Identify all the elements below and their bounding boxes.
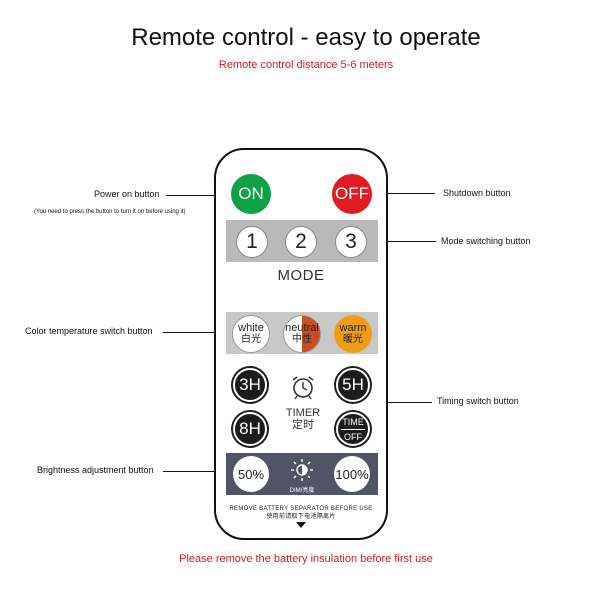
off-button[interactable]: OFF: [332, 174, 372, 214]
mode-2-button[interactable]: 2: [285, 226, 317, 258]
neutral-label-cn: 中性: [292, 334, 312, 345]
callout-power-on: Power on button: [94, 189, 160, 199]
neutral-label-en: neutral: [285, 322, 319, 334]
mode-3-button[interactable]: 3: [335, 226, 367, 258]
callout-line-power-on: [166, 195, 228, 196]
alarm-clock-icon: [292, 376, 314, 400]
time-off-button[interactable]: TIME OFF: [336, 412, 370, 446]
callout-power-on-note: (You need to press the button to turn it…: [34, 209, 186, 215]
brightness-50-button[interactable]: 50%: [233, 456, 269, 492]
brightness-icon: [291, 459, 313, 481]
callout-line-shutdown: [373, 193, 435, 194]
footer-note: Please remove the battery insulation bef…: [179, 553, 433, 565]
callout-timing: Timing switch button: [437, 396, 519, 406]
battery-note-cn: 使用前请取下电池隔离片: [266, 514, 336, 520]
callout-color-temp: Color temperature switch button: [25, 326, 153, 336]
callout-line-timing: [354, 402, 432, 403]
battery-note-en: REMOVE BATTERY SEPARATOR BEFORE USE: [229, 506, 373, 512]
callout-shutdown: Shutdown button: [443, 188, 511, 198]
callout-line-brightness: [163, 471, 231, 472]
timer-8h-button[interactable]: 8H: [233, 412, 267, 446]
timer-label-en: TIMER: [285, 407, 321, 419]
time-off-bottom: OFF: [344, 431, 362, 442]
timer-label: TIMER 定时: [282, 407, 324, 431]
timer-5h-button[interactable]: 5H: [336, 368, 370, 402]
page-subtitle: Remote control distance 5-6 meters: [218, 59, 394, 71]
white-light-button[interactable]: white 白光: [232, 315, 270, 353]
warm-light-button[interactable]: warm 暖光: [334, 315, 372, 353]
page-title: Remote control - easy to operate: [131, 24, 481, 51]
mode-label: MODE: [277, 267, 325, 284]
time-off-divider: [341, 428, 365, 430]
neutral-light-button[interactable]: neutral 中性: [283, 315, 321, 353]
callout-mode-switching: Mode switching button: [441, 236, 531, 246]
arrow-down-icon: [296, 522, 306, 528]
white-label-cn: 白光: [241, 334, 261, 345]
callout-line-mode: [366, 241, 436, 242]
brightness-100-button[interactable]: 100%: [334, 456, 370, 492]
warm-label-cn: 暖光: [343, 334, 363, 345]
timer-3h-button[interactable]: 3H: [233, 368, 267, 402]
white-label-en: white: [238, 322, 264, 334]
callout-line-color-temp: [163, 332, 229, 333]
warm-label-en: warm: [339, 322, 367, 334]
mode-1-button[interactable]: 1: [236, 226, 268, 258]
dim-label: DIM/亮度: [289, 488, 315, 494]
time-off-top: TIME: [342, 416, 364, 427]
on-button[interactable]: ON: [231, 174, 271, 214]
timer-label-cn: 定时: [292, 419, 314, 431]
battery-note: REMOVE BATTERY SEPARATOR BEFORE USE 使用前请…: [216, 505, 386, 521]
callout-brightness: Brightness adjustment button: [37, 465, 154, 475]
remote-control: ON OFF 1 2 3 MODE white 白光 neutral 中性 wa…: [214, 148, 388, 540]
